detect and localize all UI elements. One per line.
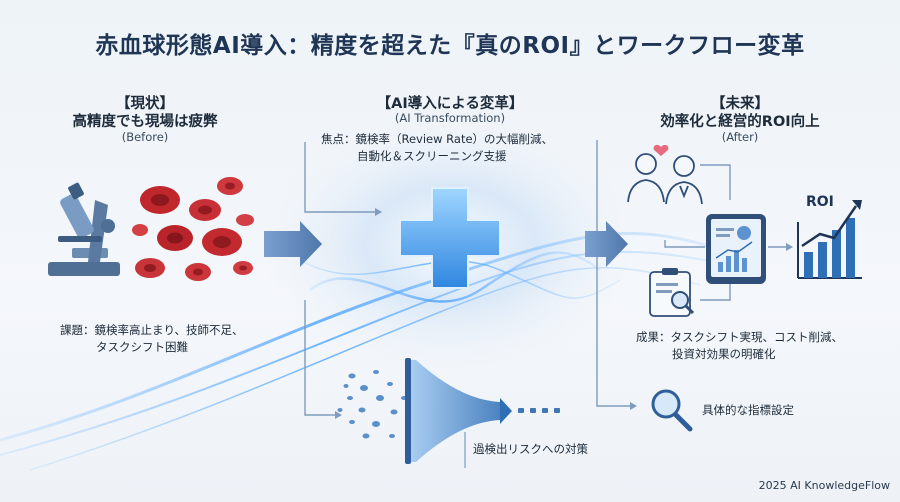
after-kpi: 具体的な指標設定 [702, 403, 794, 417]
after-sub: (After) [721, 130, 759, 144]
after-result: 成果：タスクシフト実現、コスト削減、 投資対効果の明確化 [636, 329, 896, 363]
roi-label: ROI [806, 194, 834, 210]
transform-focus-line2: 自動化＆スクリーニング支援 [357, 149, 507, 163]
flow-arrow-left [264, 221, 322, 267]
medical-cross-icon [399, 187, 501, 289]
before-issue-line1: 課題：鏡検率高止まり、技師不足、 [60, 323, 244, 337]
transform-risk: 過検出リスクへの対策 [473, 442, 588, 456]
clipboard-check-icon [649, 268, 695, 317]
microscope-icon [48, 182, 120, 276]
before-heading: 高精度でも現場は疲弊 [72, 114, 218, 130]
filter-funnel-icon [405, 358, 560, 464]
transform-focus: 焦点：鏡検率（Review Rate）の大幅削減、 自動化＆スクリーニング支援 [321, 131, 611, 165]
doctor-nurse-icon [627, 153, 703, 205]
before-issue: 課題：鏡検率高止まり、技師不足、 タスクシフト困難 [60, 322, 300, 356]
flow-arrow-right [585, 221, 628, 267]
transform-focus-line1: 焦点：鏡検率（Review Rate）の大幅削減、 [321, 132, 554, 146]
before-issue-line2: タスクシフト困難 [96, 340, 188, 354]
particle-cluster [337, 370, 407, 439]
after-label: 【未来】 [711, 96, 769, 112]
after-result-line2: 投資対効果の明確化 [672, 347, 776, 361]
page-title: 赤血球形態AI導入：精度を超えた『真のROI』とワークフロー変革 [95, 33, 805, 59]
after-heading: 効率化と経営的ROI向上 [660, 114, 820, 130]
red-blood-cell-icon [140, 186, 180, 214]
before-label: 【現状】 [116, 96, 174, 112]
magnifier-icon [651, 389, 693, 432]
red-blood-cells [132, 177, 254, 281]
roi-growth-chart-icon [797, 200, 862, 279]
footer-credit: 2025 AI KnowledgeFlow [758, 479, 890, 492]
transform-sub: (AI Transformation) [394, 111, 506, 125]
before-sub: (Before) [121, 130, 169, 144]
heart-icon [653, 144, 669, 156]
data-flow-waves [0, 232, 731, 471]
after-result-line1: 成果：タスクシフト実現、コスト削減、 [636, 330, 843, 344]
tablet-dashboard-icon [706, 214, 766, 284]
transform-label: 【AI導入による変革】 [376, 96, 524, 112]
